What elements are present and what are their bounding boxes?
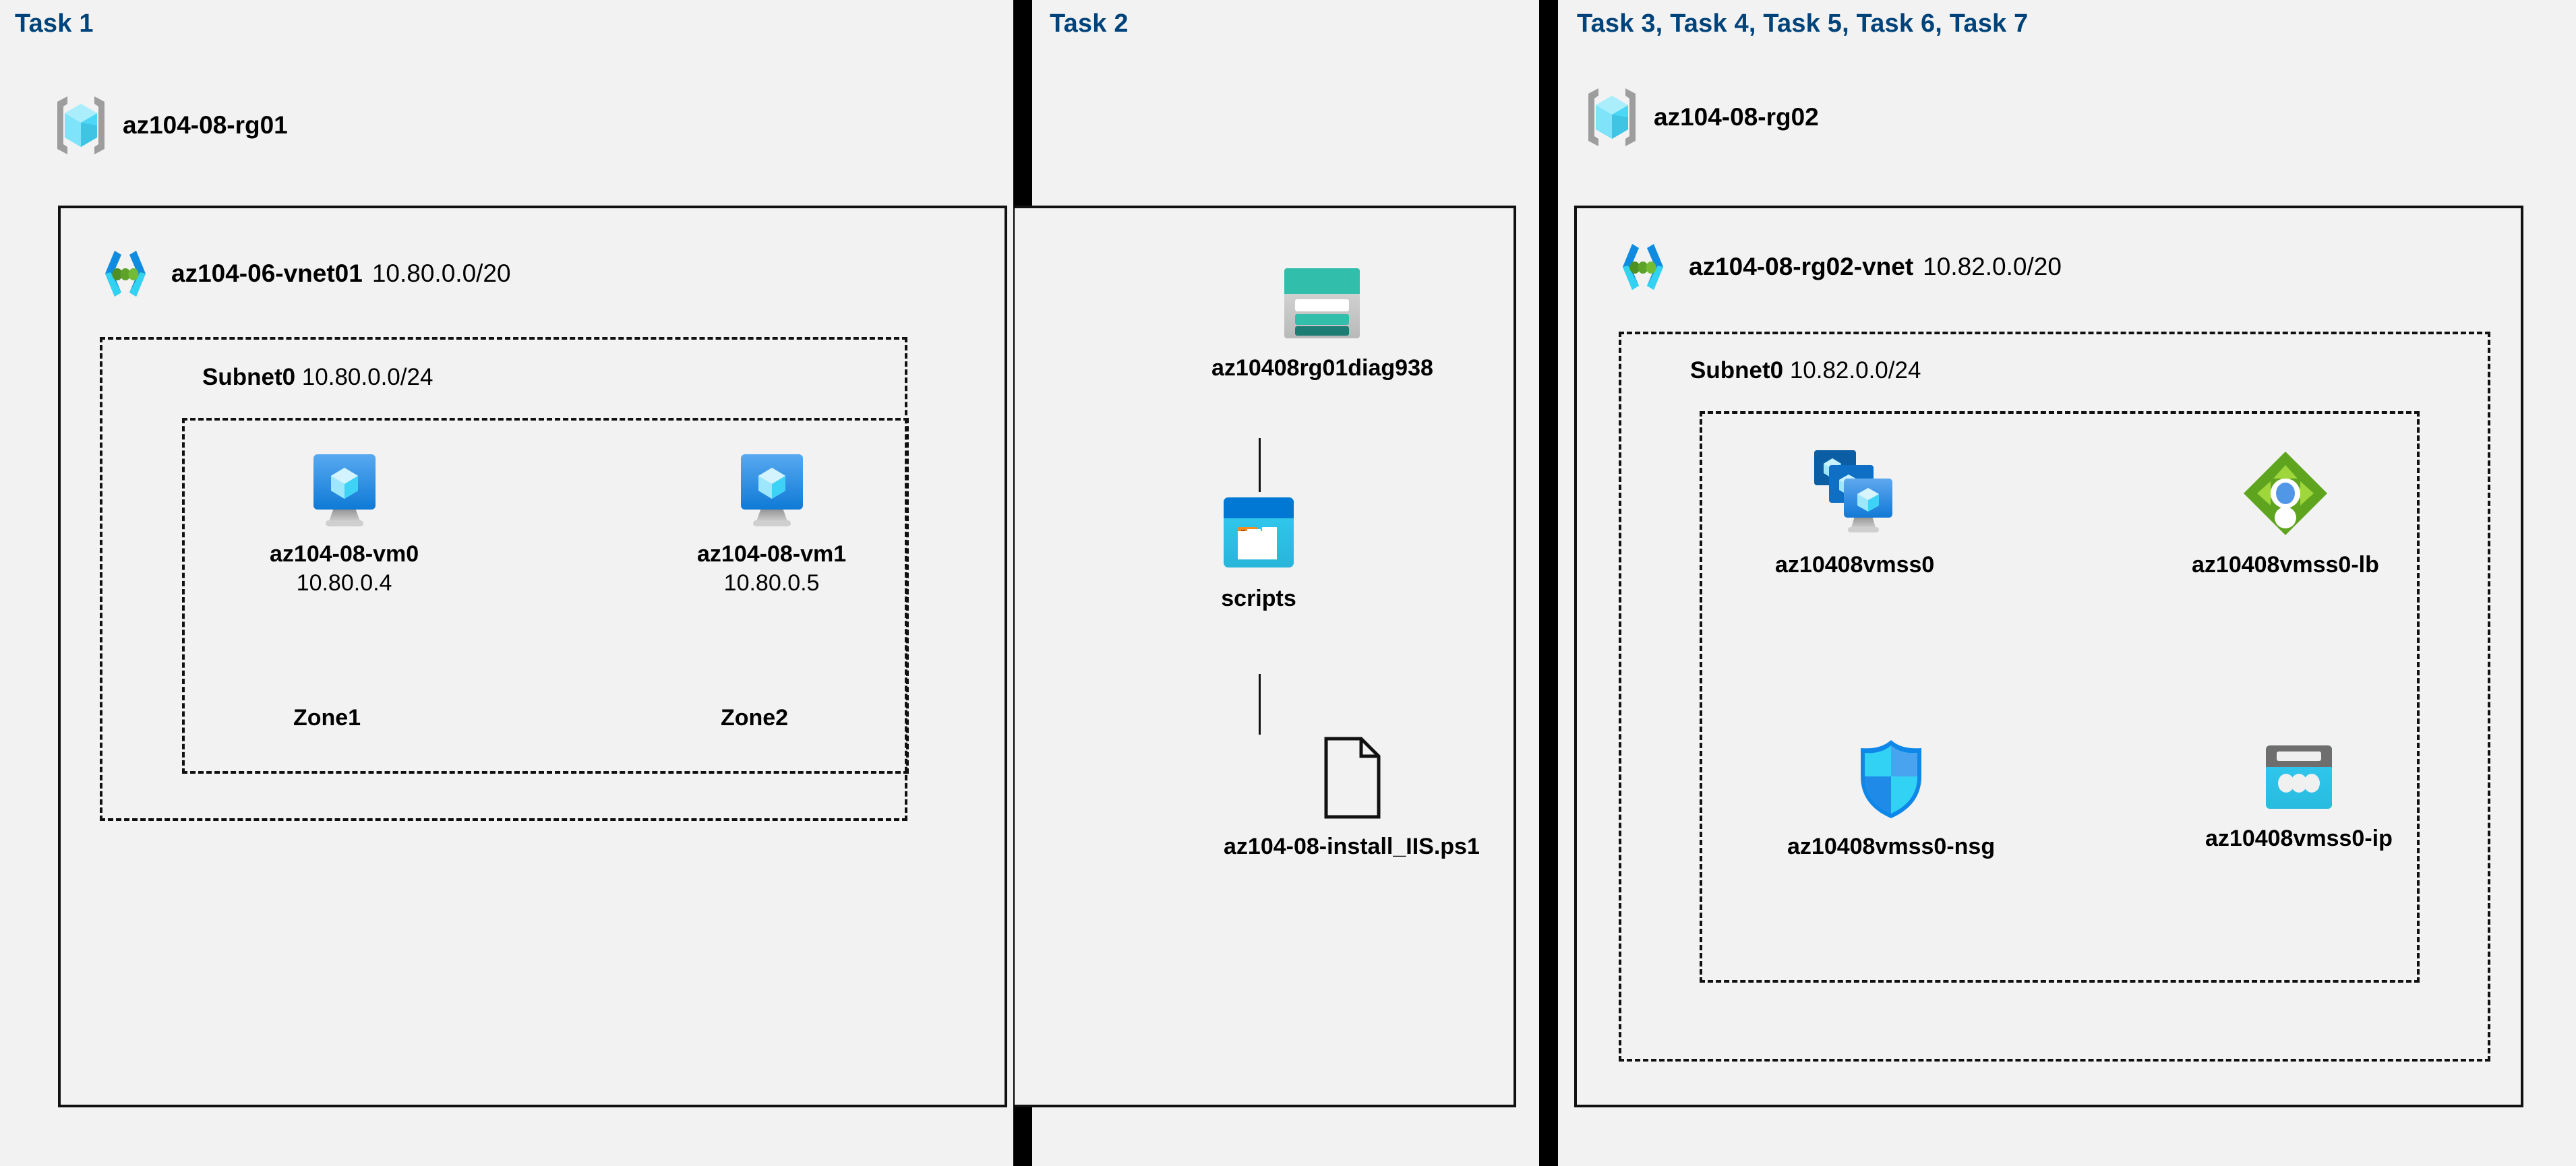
task-1-heading: Task 1 [15,9,94,38]
column-task-1: Task 1 az104-08-rg01 [0,0,1013,1166]
availability-zone-box [182,418,909,774]
nsg-caption: az10408vmss0-nsg [1787,833,1995,861]
subnet0-label: Subnet0 10.82.0.0/24 [1690,357,1921,384]
connector-container-to-script [1259,674,1261,735]
vm1-caption: az104-08-vm1 10.80.0.5 [697,541,846,599]
vnet-name-label: az104-06-vnet01 [171,259,363,287]
column-divider-2 [1539,0,1558,1166]
resource-group-az104-08-rg01: az104-08-rg01 [54,94,288,156]
task-2-heading: Task 2 [1050,9,1129,38]
vnet-az104-08-rg02-vnet: az104-08-rg02-vnet 10.82.0.0/20 [1612,236,2062,298]
nsg-name: az10408vmss0-nsg [1787,834,1996,859]
subnet0-name: Subnet0 [1690,357,1784,383]
subnet0-cidr: 10.82.0.0/24 [1789,357,1921,383]
script-file-caption: az104-08-install_IIS.ps1 [1224,833,1480,861]
resources-group-box [1700,411,2420,983]
public-ip-address-icon [2259,741,2339,814]
virtual-machine-icon [307,450,382,530]
vm1-name: az104-08-vm1 [697,541,847,567]
public-ip-name: az10408vmss0-ip [2205,826,2393,851]
vm0-name: az104-08-vm0 [270,541,419,567]
connector-storage-to-container [1259,438,1261,492]
vm1-ip: 10.80.0.5 [723,570,820,596]
resource-group-label: az104-08-rg02 [1654,103,1819,131]
task-3-to-7-heading: Task 3, Task 4, Task 5, Task 6, Task 7 [1577,9,2029,38]
storage-account-caption: az10408rg01diag938 [1211,355,1433,382]
blob-container-node: scripts [1217,492,1300,613]
storage-account-node: az10408rg01diag938 [1211,263,1433,382]
vm-node-az104-08-vm0: az104-08-vm0 10.80.0.4 [270,450,419,599]
virtual-machine-icon [734,450,810,530]
load-balancer-node: az10408vmss0-lb [2192,446,2379,579]
vnet-cidr-label: 10.80.0.0/20 [371,259,511,287]
vm-node-az104-08-vm1: az104-08-vm1 10.80.0.5 [697,450,846,599]
subnet-box-subnet0 [1619,332,2490,1062]
vm1-zone-label: Zone2 [720,705,789,731]
resource-group-label: az104-08-rg01 [123,111,288,139]
storage-account-name: az10408rg01diag938 [1211,355,1433,381]
load-balancer-icon [2238,446,2333,541]
vmss-node: az10408vmss0 [1775,446,1934,579]
vm0-caption: az104-08-vm0 10.80.0.4 [270,541,419,599]
vm0-ip: 10.80.0.4 [296,570,392,596]
blob-container-name: scripts [1221,586,1296,611]
vm-scale-set-icon [1805,446,1905,541]
storage-account-icon [1275,263,1369,344]
resource-group-az104-08-rg02: az104-08-rg02 [1585,86,1819,148]
blob-container-caption: scripts [1221,585,1296,613]
public-ip-caption: az10408vmss0-ip [2205,825,2393,853]
task-2-frame [1015,206,1516,1107]
vm0-zone-label: Zone1 [293,705,361,731]
script-file-name: az104-08-install_IIS.ps1 [1224,834,1480,859]
network-security-group-icon [1853,735,1929,822]
vnet-box-az104-08-rg02-vnet [1574,206,2523,1107]
vnet-name-label: az104-08-rg02-vnet [1689,253,1914,280]
column-task-2: Task 2 [1015,0,1539,1166]
virtual-network-icon [1612,236,1674,298]
column-task-3-to-7: Task 3, Task 4, Task 5, Task 6, Task 7 a… [1558,0,2576,1166]
vnet-cidr-label: 10.82.0.0/20 [1923,253,2062,280]
public-ip-node: az10408vmss0-ip [2205,741,2393,853]
resource-group-icon [54,94,108,156]
vmss-caption: az10408vmss0 [1775,551,1934,579]
script-file-node: az104-08-install_IIS.ps1 [1224,735,1480,861]
script-file-icon [1317,735,1387,822]
subnet0-cidr: 10.80.0.0/24 [301,364,433,390]
vnet-box-az104-06-vnet01 [58,206,1007,1107]
load-balancer-caption: az10408vmss0-lb [2192,551,2379,579]
vnet-az104-06-vnet01: az104-06-vnet01 10.80.0.0/20 [94,243,511,305]
nsg-node: az10408vmss0-nsg [1787,735,1995,861]
load-balancer-name: az10408vmss0-lb [2192,552,2379,578]
virtual-network-icon [94,243,156,305]
vmss-name: az10408vmss0 [1775,552,1935,578]
subnet0-label: Subnet0 10.80.0.0/24 [202,364,433,391]
resource-group-icon [1585,86,1639,148]
blob-container-icon [1217,492,1300,574]
subnet0-name: Subnet0 [202,364,296,390]
